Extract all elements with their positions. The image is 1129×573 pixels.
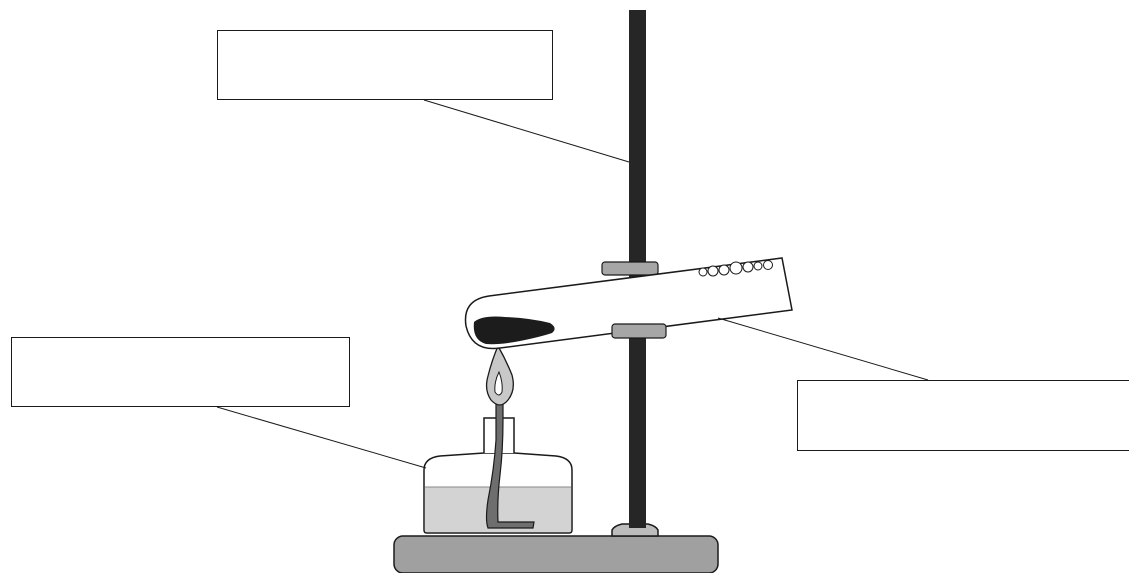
stand-label-box [217, 30, 553, 100]
stand-foot [611, 523, 659, 537]
flame-inner [494, 370, 503, 396]
leader-line-tube [717, 317, 929, 381]
tube-label-box [797, 380, 1129, 451]
clamp-upper [601, 261, 659, 276]
leader-line-stand [423, 99, 630, 163]
gas-bubbles [698, 260, 773, 277]
wick [485, 403, 535, 529]
leader-line-lamp [216, 406, 427, 469]
clamp-lower [611, 323, 667, 339]
tube-sample [473, 316, 555, 345]
base-platform [393, 535, 719, 573]
lamp-label-box [11, 337, 350, 407]
